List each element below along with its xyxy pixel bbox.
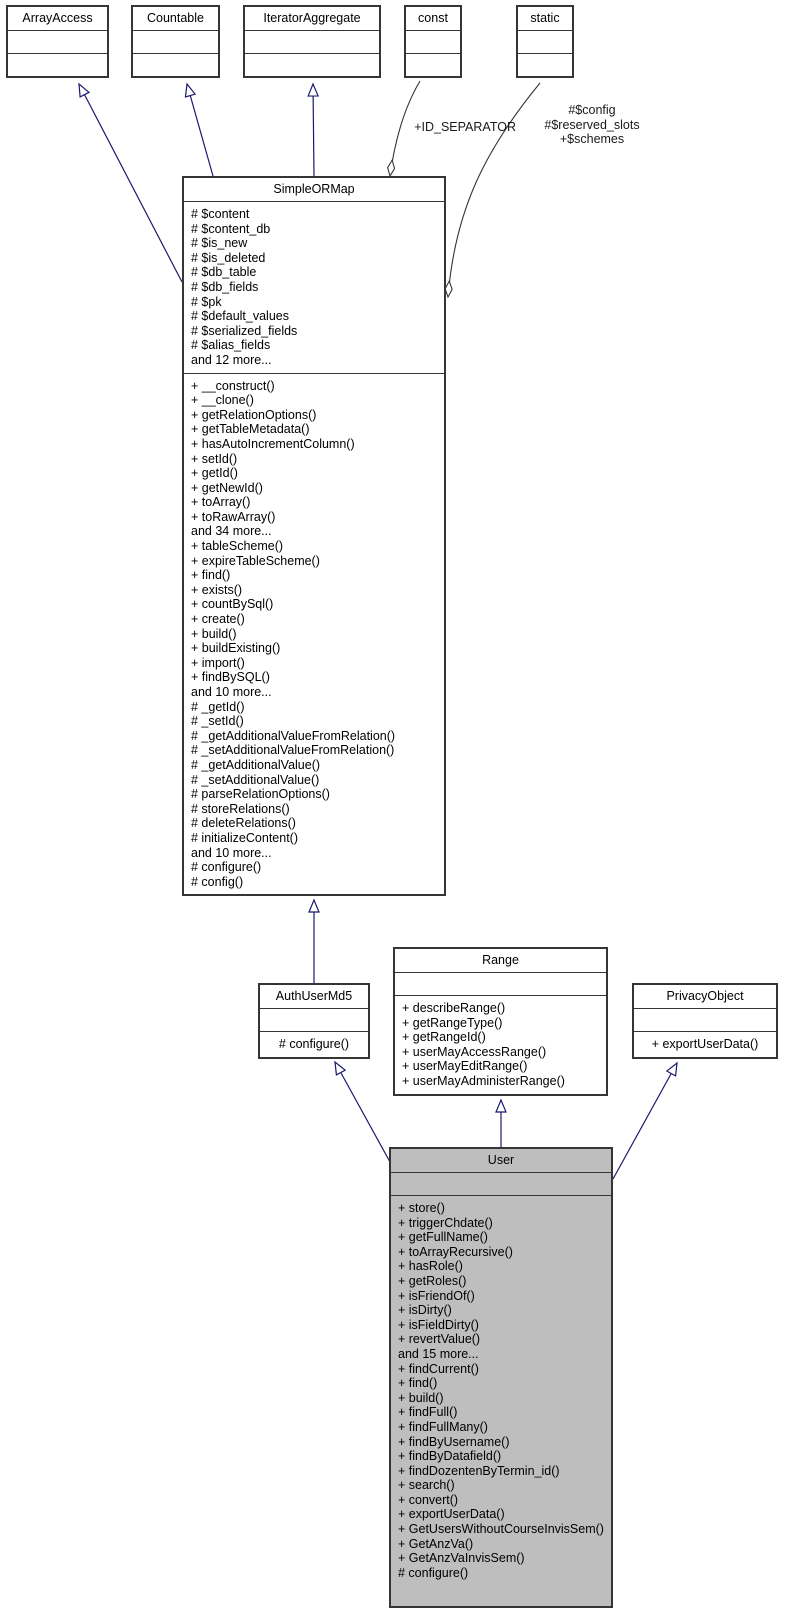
class-user-title: User bbox=[391, 1149, 611, 1173]
class-countable-attributes bbox=[133, 31, 218, 54]
class-static-methods bbox=[518, 54, 572, 76]
edge-label-id-separator: +ID_SEPARATOR bbox=[414, 120, 516, 134]
edge-user-extends-privacyobject bbox=[612, 1061, 678, 1180]
class-range-title: Range bbox=[395, 949, 606, 973]
class-const-attributes bbox=[406, 31, 460, 54]
class-const-title: const bbox=[406, 7, 460, 31]
class-authusermd5[interactable]: AuthUserMd5 # configure() bbox=[258, 983, 370, 1059]
class-arrayaccess[interactable]: ArrayAccess bbox=[6, 5, 109, 78]
class-countable-methods bbox=[133, 54, 218, 76]
class-privacyobject-methods: + exportUserData() bbox=[651, 1037, 759, 1051]
class-range-methods: + describeRange() + getRangeType() + get… bbox=[402, 1001, 565, 1088]
edge-simpleormap-extends-arrayaccess bbox=[78, 82, 183, 283]
class-arrayaccess-attributes bbox=[8, 31, 107, 54]
class-privacyobject-title: PrivacyObject bbox=[634, 985, 776, 1009]
class-iteratoraggregate[interactable]: IteratorAggregate bbox=[243, 5, 381, 78]
class-iteratoraggregate-title: IteratorAggregate bbox=[245, 7, 379, 31]
class-countable[interactable]: Countable bbox=[131, 5, 220, 78]
class-iteratoraggregate-attributes bbox=[245, 31, 379, 54]
class-privacyobject[interactable]: PrivacyObject + exportUserData() bbox=[632, 983, 778, 1059]
class-arrayaccess-title: ArrayAccess bbox=[8, 7, 107, 31]
class-static-title: static bbox=[518, 7, 572, 31]
class-static[interactable]: static bbox=[516, 5, 574, 78]
edge-simpleormap-extends-iteratoraggregate bbox=[307, 82, 320, 177]
class-privacyobject-attributes bbox=[634, 1009, 776, 1032]
class-user[interactable]: User + store() + triggerChdate() + getFu… bbox=[389, 1147, 613, 1608]
class-simpleormap[interactable]: SimpleORMap # $content # $content_db # $… bbox=[182, 176, 446, 897]
class-user-attributes bbox=[391, 1173, 611, 1196]
class-simpleormap-methods: + __construct() + __clone() + getRelatio… bbox=[191, 378, 396, 889]
class-iteratoraggregate-methods bbox=[245, 54, 379, 76]
class-range-attributes bbox=[395, 973, 606, 996]
edge-simpleormap-extends-countable bbox=[184, 82, 214, 177]
class-simpleormap-title: SimpleORMap bbox=[184, 178, 444, 202]
class-user-methods: + store() + triggerChdate() + getFullNam… bbox=[398, 1201, 604, 1580]
class-range[interactable]: Range + describeRange() + getRangeType()… bbox=[393, 947, 608, 1096]
class-simpleormap-attributes: # $content # $content_db # $is_new # $is… bbox=[184, 202, 444, 374]
class-authusermd5-methods: # configure() bbox=[278, 1037, 350, 1051]
edge-const-aggregated-by-simpleormap bbox=[390, 80, 421, 176]
class-arrayaccess-methods bbox=[8, 54, 107, 76]
class-countable-title: Countable bbox=[133, 7, 218, 31]
class-const[interactable]: const bbox=[404, 5, 462, 78]
class-authusermd5-title: AuthUserMd5 bbox=[260, 985, 368, 1009]
edge-user-extends-authusermd5 bbox=[334, 1060, 391, 1163]
class-static-attributes bbox=[518, 31, 572, 54]
class-const-methods bbox=[406, 54, 460, 76]
edge-label-static-members: #$config #$reserved_slots +$schemes bbox=[544, 103, 640, 147]
edge-static-aggregated-by-simpleormap bbox=[448, 82, 541, 297]
class-authusermd5-attributes bbox=[260, 1009, 368, 1032]
